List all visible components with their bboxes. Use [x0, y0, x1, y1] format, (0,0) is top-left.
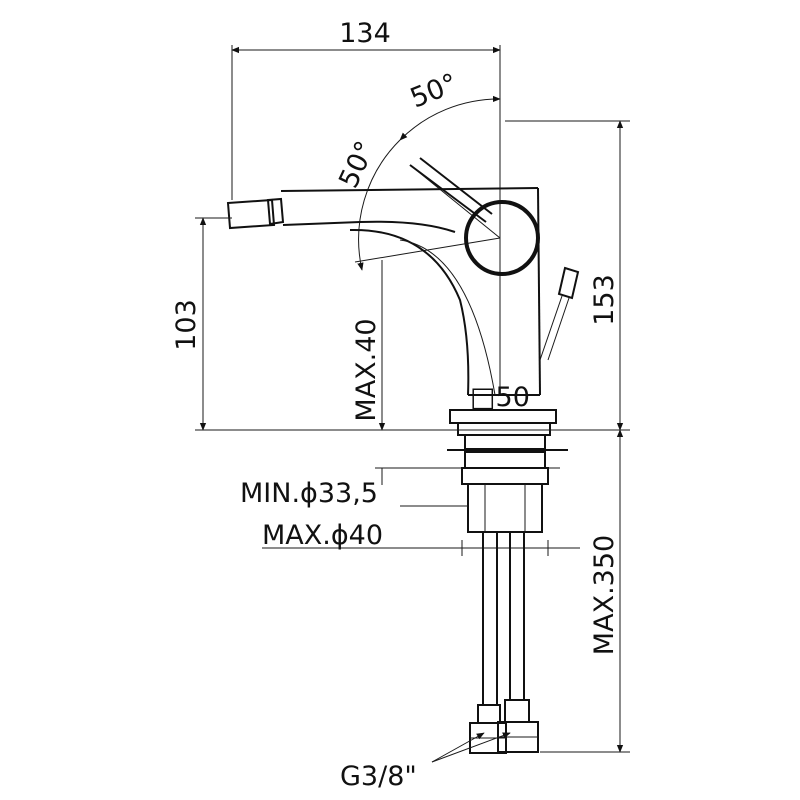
lever-arm-bottom: [419, 157, 493, 215]
popup-rod-back: [547, 297, 570, 361]
angle-arc-inner: [357, 139, 401, 271]
hose-right-ferrule: [504, 699, 530, 723]
dimension-label-thread: G3/8": [340, 761, 417, 792]
leader-thread-left: [431, 732, 485, 763]
dimension-deck-max40: MAX.40: [351, 260, 386, 485]
leader-thread-right: [431, 732, 511, 763]
spout-top-edge: [280, 187, 539, 192]
angle-arc-outer: [399, 95, 501, 141]
body-right-edge: [537, 187, 541, 396]
lever-arm-top: [409, 164, 487, 223]
fixing-nut-top: [464, 451, 546, 469]
spout-nozzle: [226, 198, 276, 230]
dimension-label-103: 103: [171, 299, 202, 351]
under-deck-fixing: [447, 434, 568, 533]
spout-bottom-edge: [282, 220, 456, 233]
angle-label-inner: 50°: [333, 136, 381, 192]
dimension-hole-diameters: MIN.ϕ33,5 MAX.ϕ40: [240, 478, 580, 556]
thread-callout: G3/8": [340, 732, 511, 792]
dimension-label-153: 153: [589, 274, 620, 326]
fixing-nut-hex: [461, 467, 549, 485]
flexible-hoses: [469, 532, 539, 754]
dimension-label-max40: MAX.40: [351, 318, 382, 421]
threaded-shank: [467, 483, 543, 533]
dimension-hose-max350: MAX.350: [540, 429, 630, 753]
dimension-label-134: 134: [339, 18, 391, 49]
dimension-height-153: 153: [505, 120, 630, 431]
dimension-height-103: 103: [171, 217, 232, 431]
body-inner-curve: [399, 239, 496, 396]
hose-left-ferrule: [477, 704, 501, 724]
dimension-label-base-square: □50: [470, 382, 530, 413]
spout-nozzle-ring: [266, 197, 285, 226]
dimension-label-max-diameter: MAX.ϕ40: [262, 520, 383, 551]
dimension-label-max350: MAX.350: [589, 535, 620, 655]
fixing-washer: [464, 434, 546, 450]
popup-knob: [557, 266, 580, 300]
angle-label-outer: 50°: [406, 68, 462, 115]
body-front-curve: [349, 228, 470, 396]
base-collar: [457, 422, 551, 436]
dimension-label-min-diameter: MIN.ϕ33,5: [240, 478, 378, 509]
popup-rod-front: [539, 295, 563, 361]
lever-hub: [464, 200, 540, 276]
